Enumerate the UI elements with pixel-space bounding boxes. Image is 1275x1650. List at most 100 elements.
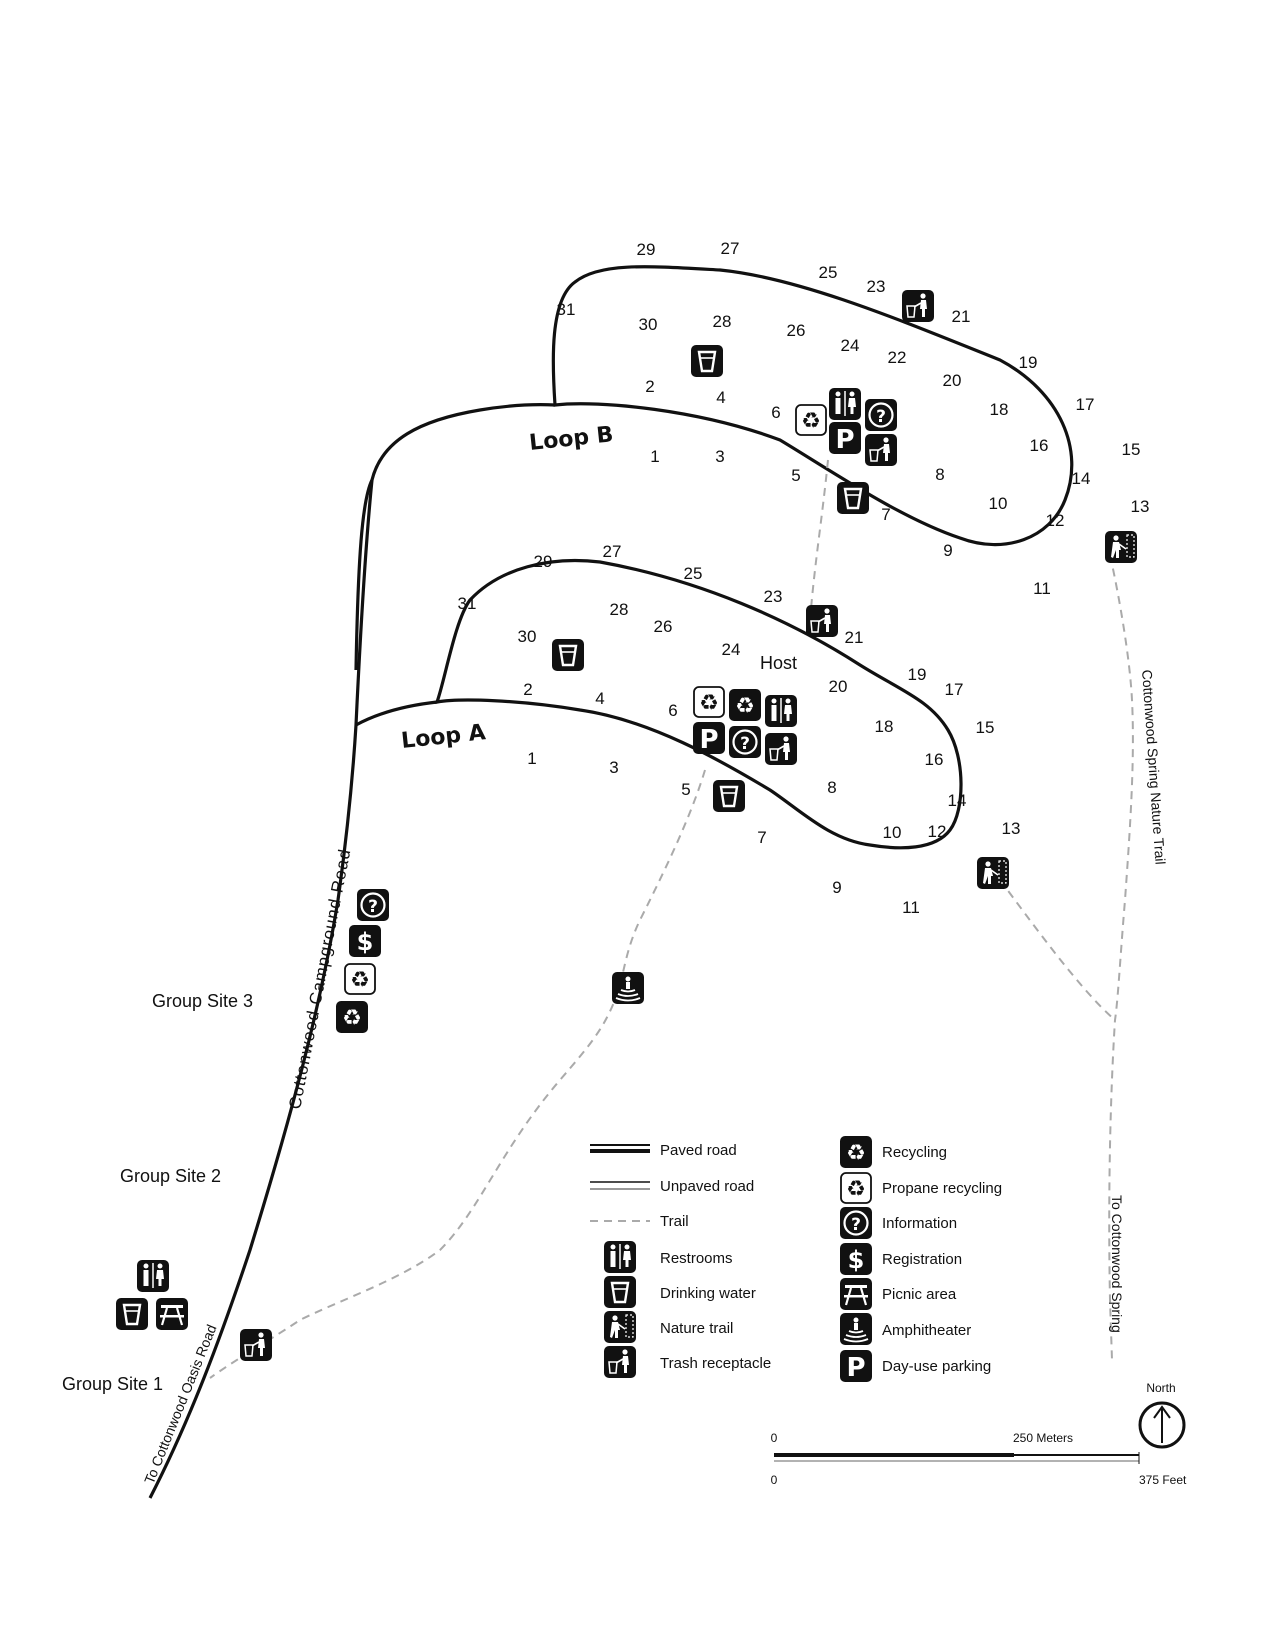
site-a-14[interactable]: 14 bbox=[948, 791, 967, 810]
site-a-18[interactable]: 18 bbox=[875, 717, 894, 736]
site-a-16[interactable]: 16 bbox=[925, 750, 944, 769]
trash-icon[interactable] bbox=[239, 1328, 273, 1362]
site-a-10[interactable]: 10 bbox=[883, 823, 902, 842]
recycling-icon: ♻ bbox=[840, 1136, 872, 1168]
site-b-6[interactable]: 6 bbox=[771, 403, 780, 422]
site-b-25[interactable]: 25 bbox=[819, 263, 838, 282]
site-a-15[interactable]: 15 bbox=[976, 718, 995, 737]
amphitheater-icon[interactable] bbox=[611, 971, 645, 1005]
site-a-6[interactable]: 6 bbox=[668, 701, 677, 720]
site-a-9[interactable]: 9 bbox=[832, 878, 841, 897]
site-b-26[interactable]: 26 bbox=[787, 321, 806, 340]
propane-recycling-icon[interactable]: ♻ bbox=[344, 963, 376, 995]
site-b-10[interactable]: 10 bbox=[989, 494, 1008, 513]
trails bbox=[209, 459, 1134, 1379]
nature-trail-icon[interactable] bbox=[1104, 530, 1138, 564]
svg-text:♻: ♻ bbox=[350, 968, 370, 993]
site-b-14[interactable]: 14 bbox=[1072, 469, 1091, 488]
site-b-3[interactable]: 3 bbox=[715, 447, 724, 466]
site-a-24[interactable]: 24 bbox=[722, 640, 741, 659]
site-b-4[interactable]: 4 bbox=[716, 388, 725, 407]
site-a-11[interactable]: 11 bbox=[902, 898, 920, 917]
site-b-24[interactable]: 24 bbox=[841, 336, 860, 355]
restroom-icon[interactable] bbox=[764, 694, 798, 728]
site-a-26[interactable]: 26 bbox=[654, 617, 673, 636]
drinking-water-icon[interactable] bbox=[689, 343, 725, 379]
site-a-27[interactable]: 27 bbox=[603, 542, 622, 561]
site-a-31[interactable]: 31 bbox=[458, 594, 477, 613]
information-icon: ? bbox=[838, 1205, 874, 1241]
site-b-17[interactable]: 17 bbox=[1076, 395, 1095, 414]
site-a-1[interactable]: 1 bbox=[527, 749, 536, 768]
trash-icon[interactable] bbox=[764, 732, 798, 766]
site-b-1[interactable]: 1 bbox=[650, 447, 659, 466]
site-a-19[interactable]: 19 bbox=[908, 665, 927, 684]
registration-icon[interactable]: $ bbox=[349, 925, 381, 957]
svg-text:♻: ♻ bbox=[846, 1177, 866, 1202]
propane-recycling-icon[interactable]: ♻ bbox=[693, 686, 725, 718]
site-b-21[interactable]: 21 bbox=[952, 307, 971, 326]
drinking-water-icon[interactable] bbox=[114, 1296, 150, 1332]
site-a-25[interactable]: 25 bbox=[684, 564, 703, 583]
site-a-4[interactable]: 4 bbox=[595, 689, 604, 708]
site-a-7[interactable]: 7 bbox=[757, 828, 766, 847]
loop-a-sites: 29 27 25 23 31 28 26 21 30 24 2 4 20 19 … bbox=[458, 542, 1021, 917]
site-b-11[interactable]: 11 bbox=[1033, 579, 1051, 598]
site-a-29[interactable]: 29 bbox=[534, 552, 553, 571]
site-b-29[interactable]: 29 bbox=[637, 240, 656, 259]
loop-a-icons: ♻ ♻ P ? bbox=[550, 604, 1010, 890]
site-a-3[interactable]: 3 bbox=[609, 758, 618, 777]
site-b-19[interactable]: 19 bbox=[1019, 353, 1038, 372]
propane-recycling-icon[interactable]: ♻ bbox=[795, 404, 827, 436]
site-b-20[interactable]: 20 bbox=[943, 371, 962, 390]
site-a-8[interactable]: 8 bbox=[827, 778, 836, 797]
site-b-15[interactable]: 15 bbox=[1122, 440, 1141, 459]
site-b-28[interactable]: 28 bbox=[713, 312, 732, 331]
site-b-23[interactable]: 23 bbox=[867, 277, 886, 296]
site-a-20[interactable]: 20 bbox=[829, 677, 848, 696]
recycling-icon[interactable]: ♻ bbox=[729, 689, 761, 721]
recycling-icon[interactable]: ♻ bbox=[336, 1001, 368, 1033]
site-b-13[interactable]: 13 bbox=[1131, 497, 1150, 516]
registration-icon: $ bbox=[840, 1243, 872, 1275]
parking-icon[interactable]: P bbox=[829, 422, 861, 455]
site-a-21[interactable]: 21 bbox=[845, 628, 864, 647]
site-b-2[interactable]: 2 bbox=[645, 377, 654, 396]
site-a-17[interactable]: 17 bbox=[945, 680, 964, 699]
restroom-icon[interactable] bbox=[828, 387, 862, 421]
site-a-12[interactable]: 12 bbox=[928, 822, 947, 841]
propane-recycling-icon: ♻ bbox=[840, 1172, 872, 1204]
site-b-9[interactable]: 9 bbox=[943, 541, 952, 560]
site-a-2[interactable]: 2 bbox=[523, 680, 532, 699]
site-b-16[interactable]: 16 bbox=[1030, 436, 1049, 455]
site-b-30[interactable]: 30 bbox=[639, 315, 658, 334]
information-icon[interactable]: ? bbox=[355, 887, 391, 923]
information-icon[interactable]: ? bbox=[727, 724, 763, 760]
site-b-31[interactable]: 31 bbox=[557, 300, 576, 319]
drinking-water-icon[interactable] bbox=[711, 778, 747, 814]
site-b-27[interactable]: 27 bbox=[721, 239, 740, 258]
loop-b-icons: ♻ ? P bbox=[689, 289, 1138, 564]
site-a-23[interactable]: 23 bbox=[764, 587, 783, 606]
site-b-18[interactable]: 18 bbox=[990, 400, 1009, 419]
trash-icon[interactable] bbox=[805, 604, 839, 638]
drinking-water-icon[interactable] bbox=[550, 637, 586, 673]
site-b-7[interactable]: 7 bbox=[881, 505, 890, 524]
site-b-22[interactable]: 22 bbox=[888, 348, 907, 367]
nature-trail-icon[interactable] bbox=[976, 856, 1010, 890]
parking-icon[interactable]: P bbox=[693, 722, 725, 755]
site-a-30[interactable]: 30 bbox=[518, 627, 537, 646]
site-b-8[interactable]: 8 bbox=[935, 465, 944, 484]
site-a-13[interactable]: 13 bbox=[1002, 819, 1021, 838]
site-a-28[interactable]: 28 bbox=[610, 600, 629, 619]
trash-icon[interactable] bbox=[901, 289, 935, 323]
restroom-icon[interactable] bbox=[136, 1259, 170, 1293]
picnic-area-icon[interactable] bbox=[154, 1296, 190, 1332]
trash-icon[interactable] bbox=[864, 433, 898, 467]
site-b-5[interactable]: 5 bbox=[791, 466, 800, 485]
site-a-5[interactable]: 5 bbox=[681, 780, 690, 799]
drinking-water-icon[interactable] bbox=[835, 480, 871, 516]
legend-paved-road-label: Paved road bbox=[660, 1142, 737, 1159]
information-icon[interactable]: ? bbox=[863, 397, 899, 433]
site-b-12[interactable]: 12 bbox=[1046, 511, 1065, 530]
